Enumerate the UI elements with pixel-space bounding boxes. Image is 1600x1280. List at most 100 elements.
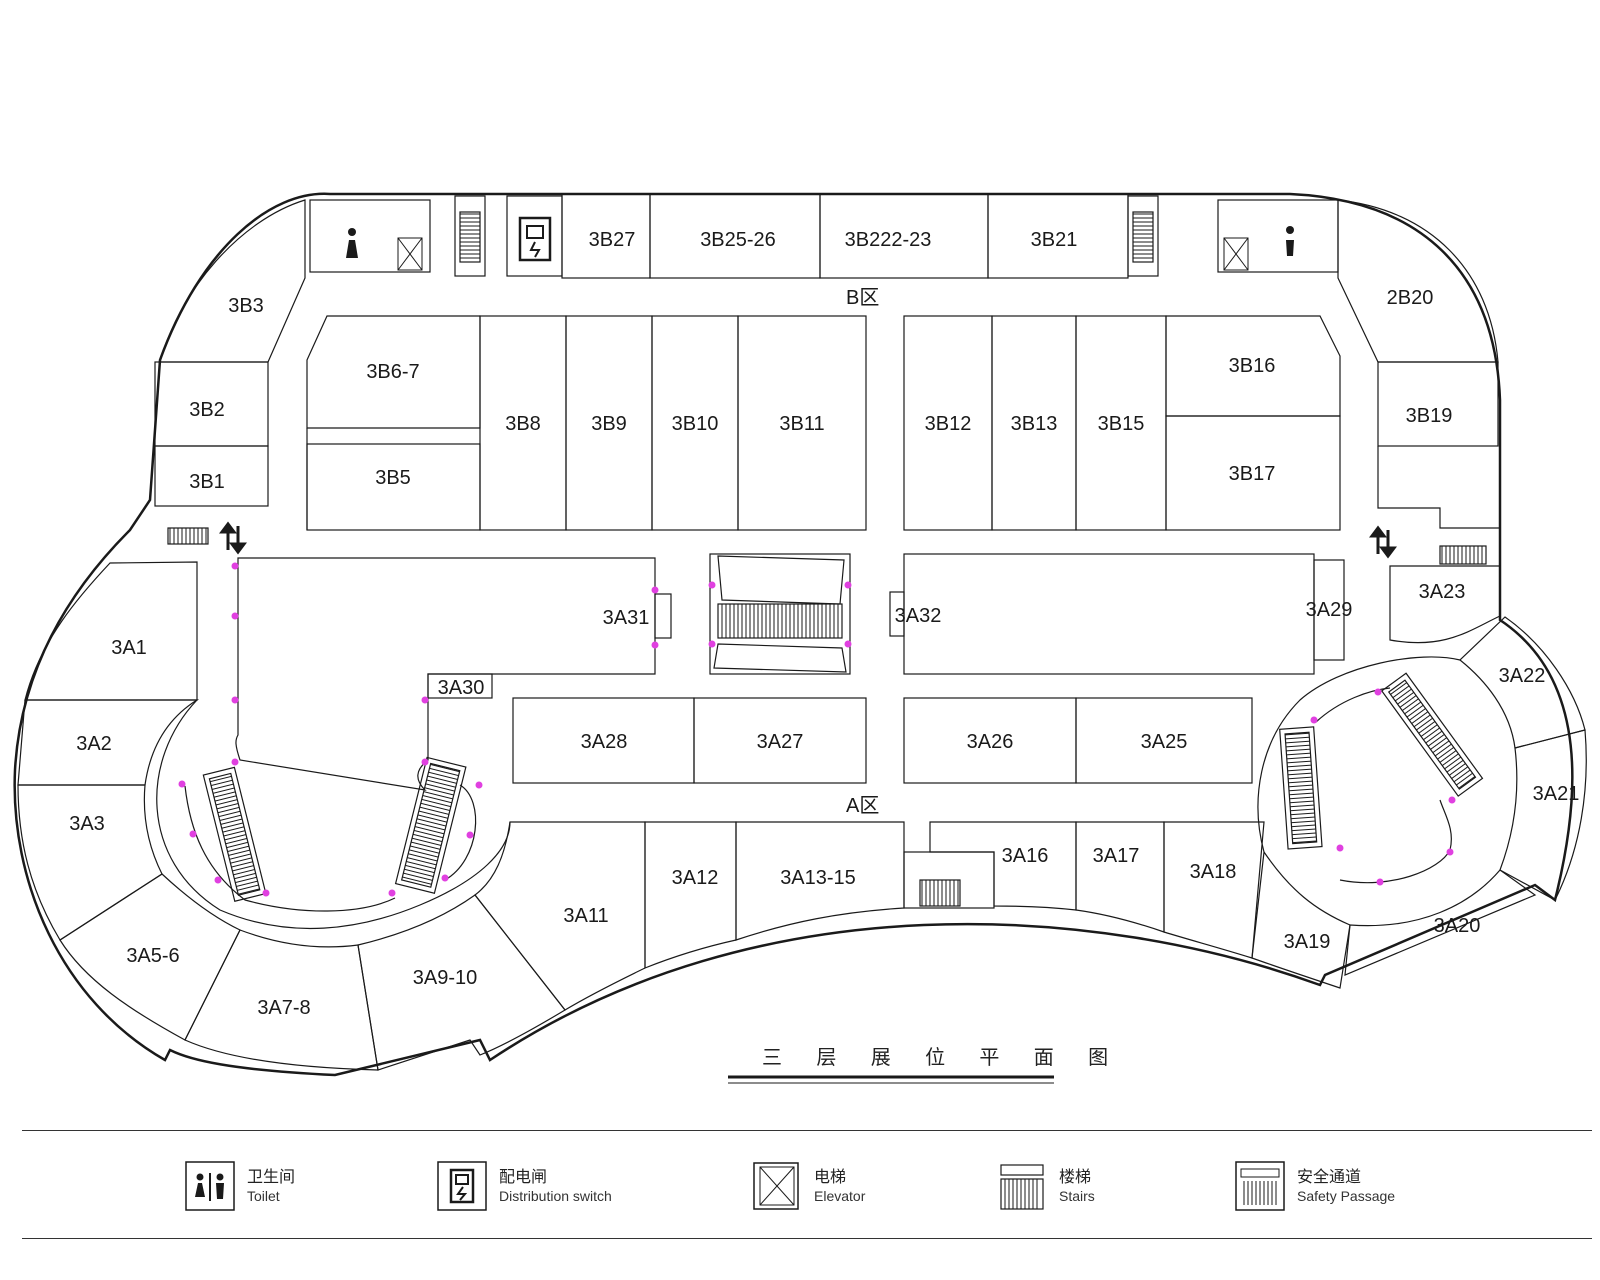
booth-label[interactable]: 3A19 [1284,931,1331,953]
legend-label-en: Distribution switch [499,1188,612,1204]
right-atrium [1257,656,1461,853]
toilet-room-right [1217,199,1339,273]
booth-label[interactable]: 3A26 [967,731,1014,753]
booth-3A11[interactable] [474,821,646,1011]
legend-item-distribution-switch: 配电闸 Distribution switch [437,1160,612,1212]
booth-label[interactable]: 3A23 [1419,581,1466,603]
legend: 卫生间 Toilet 配电闸 Distribution switch 电梯 El… [22,1130,1592,1240]
booth-3B17[interactable] [1165,415,1341,531]
booth-3B6-7[interactable] [306,315,481,429]
elevator-icon [397,237,1249,271]
booth-label[interactable]: 3B10 [672,413,719,435]
stair-top-right-steps [1132,211,1154,263]
booth-label[interactable]: 3B11 [779,413,824,435]
booth-label[interactable]: 3A5-6 [126,945,179,967]
booth-3A18[interactable] [1163,821,1265,959]
booth-3A21[interactable] [1499,729,1587,901]
booth-3A7-8[interactable] [184,929,379,1071]
booth-3A30[interactable] [427,673,493,699]
booth-label[interactable]: 3B5 [375,467,411,489]
booth-label[interactable]: 3B16 [1229,355,1276,377]
booth-labels: 3B27 3B25-26 3B222-23 3B21 3B3 2B20 3B2 … [69,229,1579,1019]
elevator-icon [753,1162,799,1210]
booth-label[interactable]: 3B9 [591,413,627,435]
booth-3B11[interactable] [737,315,867,531]
booth-3A17[interactable] [1075,821,1165,933]
safety-passage-icon [1235,1161,1285,1211]
floor-plan: B区 A区 3B27 3B25-26 3B222-23 3B21 3B3 2B2… [13,192,1587,1084]
booth-label[interactable]: 3A1 [111,637,147,659]
booth-label[interactable]: 3B27 [589,229,636,251]
booth-label[interactable]: 3B13 [1011,413,1058,435]
booth-label[interactable]: 3B12 [925,413,972,435]
booth-label[interactable]: 3A22 [1499,665,1546,687]
booth-label[interactable]: 3B17 [1229,463,1276,485]
zone-b-label: B区 [846,287,879,309]
booth-label[interactable]: 3B1 [189,471,225,493]
booth-label[interactable]: 3A20 [1434,915,1481,937]
booth-3B1[interactable] [154,445,269,507]
booth-3A19[interactable] [1251,850,1351,989]
booth-label[interactable]: 3A7-8 [257,997,310,1019]
booth-label[interactable]: 3B2 [189,399,225,421]
legend-item-toilet: 卫生间 Toilet [185,1160,295,1212]
wall-right-3B19 [1377,446,1500,529]
up-down-arrows-icon [219,521,1397,559]
booth-label[interactable]: 3A3 [69,813,105,835]
booth-label[interactable]: 3A32 [895,605,942,627]
booth-3A22[interactable] [1459,616,1586,749]
booth-label[interactable]: 3B25-26 [700,229,776,251]
booth-label[interactable]: 3B6-7 [366,361,419,383]
booth-label[interactable]: 3A28 [581,731,628,753]
building-outline [13,192,1574,1077]
booth-3B21[interactable] [987,193,1129,279]
booth-label[interactable]: 3A31 [603,607,650,629]
escalator-steps-center [717,603,843,639]
right-escalator-a [1279,726,1323,850]
booth-label[interactable]: 3A25 [1141,731,1188,753]
booth-3B16[interactable] [1165,315,1341,417]
legend-item-elevator: 电梯 Elevator [752,1160,865,1212]
booth-label[interactable]: 3B15 [1098,413,1145,435]
stair-left-top [454,195,486,277]
booth-label[interactable]: 3A9-10 [413,967,478,989]
booth-label[interactable]: 3B222-23 [845,229,932,251]
markers [178,562,1456,897]
booth-3A12[interactable] [644,821,737,969]
booth-3A13-15[interactable] [735,821,905,941]
booth-label[interactable]: 3A16 [1002,845,1049,867]
booth-label[interactable]: 3A29 [1306,599,1353,621]
booth-label[interactable]: 2B20 [1387,287,1434,309]
legend-label-en: Toilet [247,1188,280,1204]
booth-label[interactable]: 3A12 [672,867,719,889]
booth-label[interactable]: 3A2 [76,733,112,755]
booth-3A27[interactable] [693,697,867,784]
booth-3A3[interactable] [17,784,163,941]
booth-3A29[interactable] [1313,559,1345,661]
booth-3A25[interactable] [1075,697,1253,784]
booth-label[interactable]: 3B8 [505,413,541,435]
legend-label-cn: 卫生间 [247,1167,296,1186]
toilet-icon [346,226,1294,258]
booth-label[interactable]: 3B3 [228,295,264,317]
booth-2B20[interactable] [1337,199,1499,363]
stair-bottom-steps [919,879,961,907]
booth-3A23[interactable] [1389,565,1501,644]
booth-3A32[interactable] [903,553,1315,675]
left-escalator-b [394,756,467,894]
booth-label[interactable]: 3A30 [438,677,485,699]
booth-label[interactable]: 3A27 [757,731,804,753]
booth-label[interactable]: 3A18 [1190,861,1237,883]
booth-3A32-annex [889,591,905,637]
booth-3A1[interactable] [24,561,198,701]
booth-3A31-annex [654,593,672,639]
walls [13,192,1587,1077]
booth-label[interactable]: 3B21 [1031,229,1078,251]
booth-label[interactable]: 3A17 [1093,845,1140,867]
booth-3B19[interactable] [1377,361,1499,447]
booth-label[interactable]: 3A13-15 [780,867,856,889]
booth-3B3[interactable] [159,199,306,363]
booth-label[interactable]: 3B19 [1406,405,1453,427]
booth-label[interactable]: 3A11 [563,905,608,927]
booth-label[interactable]: 3A21 [1533,783,1580,805]
